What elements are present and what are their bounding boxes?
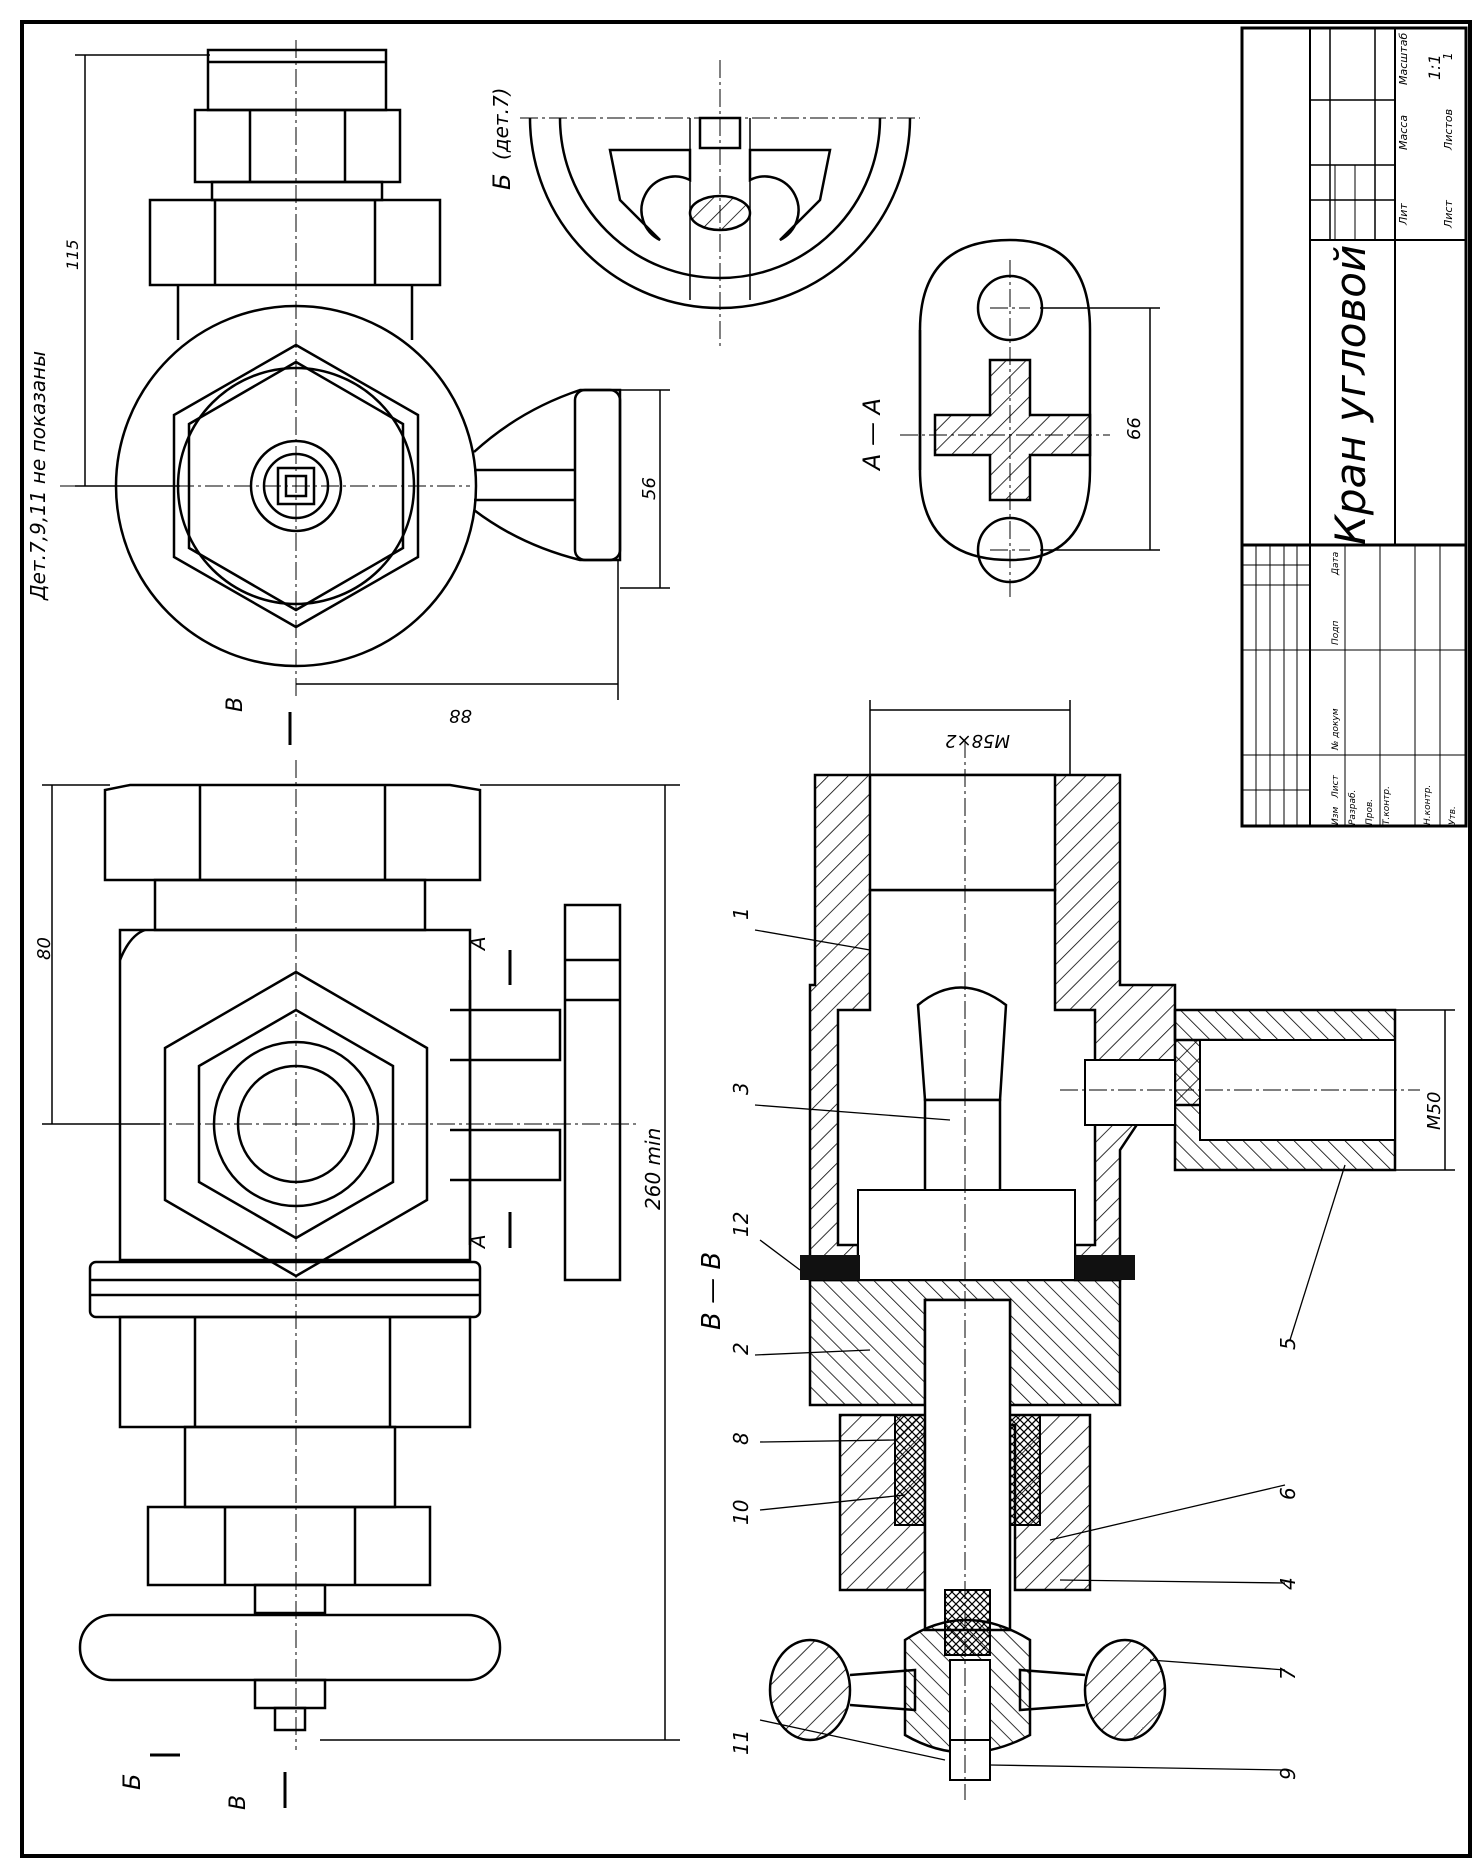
cut-v-bottom: В xyxy=(226,1795,251,1810)
title-block-row-sign: Подп xyxy=(1331,621,1341,645)
note-details-not-shown: Дет.7,9,11 не показаны xyxy=(26,351,50,601)
section-vv-centerlines xyxy=(964,740,1420,1800)
dim-260-min: 260 min xyxy=(641,1128,665,1210)
dim-66: 66 xyxy=(1124,417,1145,440)
title-block-role-ncontr: Н.контр. xyxy=(1423,785,1433,825)
part-7: 7 xyxy=(1276,1667,1300,1680)
cut-a-top: А xyxy=(466,936,490,952)
part-10: 10 xyxy=(729,1500,753,1525)
section-vv-label: В — В xyxy=(697,1252,727,1330)
part-4: 4 xyxy=(1276,1577,1300,1590)
dim-88: 88 xyxy=(449,705,472,726)
section-aa-cross xyxy=(933,358,1092,502)
title-block-role-approve: Утв. xyxy=(1448,806,1458,825)
part-11: 11 xyxy=(729,1730,753,1755)
title-block-col-mass: Масса xyxy=(1397,115,1410,150)
title-block-row-date: Дата xyxy=(1331,552,1341,576)
title-block-row-list: Лист xyxy=(1331,774,1341,799)
top-view xyxy=(114,48,622,668)
part-3: 3 xyxy=(729,1082,753,1095)
part-6: 6 xyxy=(1276,1487,1300,1500)
part-leaders xyxy=(754,929,1346,1771)
view-b-label: Б xyxy=(488,174,516,190)
cut-a-bottom: А xyxy=(466,1234,490,1250)
section-aa-label: А — А xyxy=(858,398,886,472)
top-view-dimensions xyxy=(75,54,670,700)
title-block-row-doc: № докум xyxy=(1331,708,1341,751)
part-12: 12 xyxy=(729,1212,753,1237)
cut-markers xyxy=(150,712,512,1808)
section-vv xyxy=(768,773,1397,1781)
title-block-col-sheet: Лист xyxy=(1442,200,1455,229)
title-block-col-lit: Лит xyxy=(1397,203,1410,226)
section-aa-centerlines xyxy=(900,260,1110,600)
title-block-row-izm: Изм xyxy=(1331,806,1341,825)
title-block-role-tcontr: Т.контр. xyxy=(1382,786,1392,825)
front-view xyxy=(78,783,622,1732)
dim-66-line xyxy=(1040,307,1160,551)
front-view-centerlines xyxy=(60,760,640,1750)
part-8: 8 xyxy=(729,1432,753,1445)
title-block-col-sheets: Листов xyxy=(1442,109,1455,151)
cut-b-bottom: Б xyxy=(118,1774,146,1790)
dim-115: 115 xyxy=(63,239,82,270)
dim-80: 80 xyxy=(34,937,55,960)
part-1: 1 xyxy=(729,907,753,920)
title-block-col-scale: Масштаб xyxy=(1397,33,1410,85)
title-block-sheets-value: 1 xyxy=(1441,52,1455,60)
title-block: Кран угловой Лит Масса Масштаб 1:1 Лист … xyxy=(1240,26,1468,828)
dim-m58x2: M58×2 xyxy=(945,730,1010,751)
part-5: 5 xyxy=(1276,1337,1300,1350)
drawing-frame xyxy=(20,20,1472,1858)
cut-v-top: В xyxy=(223,697,248,712)
dim-m50: M50 xyxy=(1424,1092,1445,1130)
dim-56: 56 xyxy=(639,477,660,500)
title-block-role-dev: Разраб. xyxy=(1348,790,1358,825)
view-b-reference: (дет.7) xyxy=(489,88,513,160)
section-vv-dimensions xyxy=(869,700,1455,1171)
front-view-dimensions xyxy=(42,784,680,1741)
part-9: 9 xyxy=(1276,1767,1300,1780)
title-block-scale-value: 1:1 xyxy=(1425,54,1444,80)
title-block-role-check: Пров. xyxy=(1365,799,1375,825)
title-block-title: Кран угловой xyxy=(1326,245,1375,545)
part-2: 2 xyxy=(729,1342,753,1355)
